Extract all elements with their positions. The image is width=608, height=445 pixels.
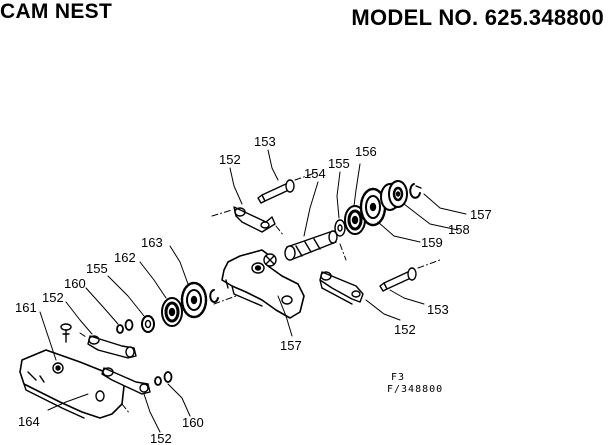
model-number: MODEL NO. 625.348800 bbox=[351, 5, 604, 30]
shaft-154 bbox=[284, 230, 338, 261]
callout-158: 158 bbox=[448, 222, 470, 237]
callout-152-top: 152 bbox=[219, 152, 241, 167]
callout-163: 163 bbox=[141, 235, 163, 250]
callout-155-left: 155 bbox=[86, 261, 108, 276]
callout-153-right: 153 bbox=[427, 302, 449, 317]
washer-155-left bbox=[141, 315, 155, 333]
callout-157-right: 157 bbox=[470, 207, 492, 222]
washer-155-upper bbox=[334, 219, 346, 237]
base-plate-161 bbox=[19, 349, 125, 419]
callout-152-right: 152 bbox=[394, 322, 416, 337]
callout-160-bottom: 160 bbox=[182, 415, 204, 430]
e-ring-left bbox=[209, 289, 219, 303]
link-152-upper bbox=[233, 206, 276, 233]
diagram-title: CAM NEST bbox=[0, 0, 113, 23]
callout-labels: 153 152 154 155 156 157 158 159 163 162 … bbox=[15, 134, 492, 445]
figure-reference-line1: F3 bbox=[391, 372, 406, 383]
callout-160-top: 160 bbox=[64, 276, 86, 291]
link-152-left bbox=[87, 335, 137, 359]
pin-153-upper bbox=[257, 179, 295, 204]
e-ring-157-right bbox=[409, 183, 422, 199]
callout-159: 159 bbox=[421, 235, 443, 250]
callout-161: 161 bbox=[15, 300, 37, 315]
callout-152-left: 152 bbox=[42, 290, 64, 305]
callout-155-top: 155 bbox=[328, 156, 350, 171]
pin-153-right bbox=[379, 267, 417, 292]
callout-156: 156 bbox=[355, 144, 377, 159]
gear-163 bbox=[180, 281, 208, 319]
link-152-bottom bbox=[101, 367, 151, 395]
cam-156 bbox=[344, 205, 366, 235]
cam-162 bbox=[161, 297, 183, 327]
bracket-screw bbox=[263, 253, 277, 267]
callout-164: 164 bbox=[18, 414, 40, 429]
link-152-right bbox=[319, 271, 364, 305]
pulley-158 bbox=[380, 180, 408, 211]
figure-reference-line2: F/348800 bbox=[387, 384, 444, 395]
centerlines bbox=[79, 171, 441, 415]
ring-160-upper bbox=[116, 319, 134, 334]
callout-157-mid: 157 bbox=[280, 338, 302, 353]
leader-lines bbox=[39, 149, 467, 433]
ring-160-lower bbox=[154, 371, 173, 386]
callout-162: 162 bbox=[114, 250, 136, 265]
base-screw bbox=[60, 323, 72, 343]
callout-154: 154 bbox=[304, 166, 326, 181]
callout-153-top: 153 bbox=[254, 134, 276, 149]
callout-152-bottom: 152 bbox=[150, 431, 172, 445]
